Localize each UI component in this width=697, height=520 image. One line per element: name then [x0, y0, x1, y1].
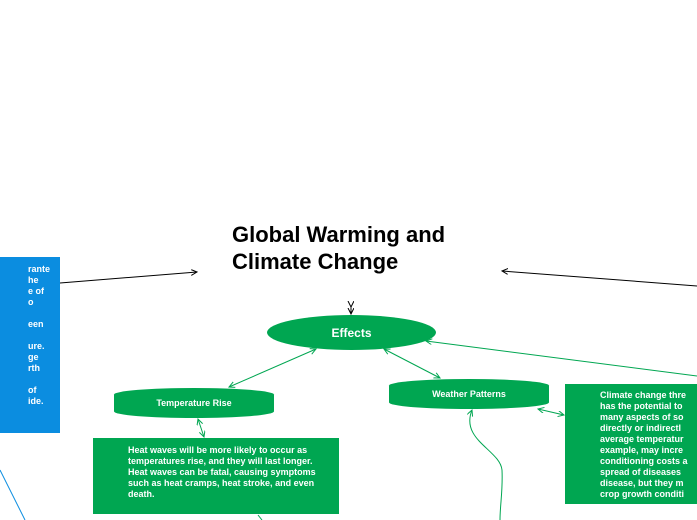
left-note-line: of — [28, 385, 37, 395]
left-note-line: e of — [28, 286, 45, 296]
climate-change-box[interactable]: Climate change thre has the potential to… — [565, 384, 697, 504]
link-left-down — [0, 469, 26, 520]
link-heat-down — [257, 514, 263, 520]
left-note-line: rth — [28, 363, 40, 373]
link-effects-temperature — [229, 349, 316, 387]
link-temperature-heat — [198, 419, 204, 437]
climate-line: disease, but they m — [600, 478, 684, 488]
temperature-rise-label: Temperature Rise — [156, 398, 232, 408]
left-note-line: ure. — [28, 341, 45, 351]
left-note-line — [0, 374, 60, 385]
climate-line: directly or indirectl — [600, 423, 682, 433]
climate-line: example, may incre — [600, 445, 684, 455]
link-effects-right — [426, 341, 697, 377]
effects-label: Effects — [331, 325, 372, 340]
weather-patterns-node[interactable]: Weather Patterns — [389, 379, 549, 409]
link-right-to-title — [502, 271, 697, 287]
heat-waves-text: Heat waves will be more likely to occur … — [128, 445, 316, 499]
left-note-line — [0, 308, 60, 319]
left-note-line: ge — [28, 352, 39, 362]
climate-line: spread of diseases — [600, 467, 682, 477]
link-weather-down — [470, 410, 503, 520]
left-note-line: rante — [28, 264, 51, 274]
climate-line: has the potential to — [600, 401, 683, 411]
left-note-line: ide. — [28, 396, 44, 406]
left-note-box[interactable]: rante he e of o een ure. ge rth of ide. — [0, 257, 60, 433]
weather-patterns-label: Weather Patterns — [432, 389, 506, 399]
effects-node[interactable]: Effects — [267, 315, 436, 350]
climate-line: conditioning costs a — [600, 456, 688, 466]
page-title: Global Warming and Climate Change — [232, 222, 446, 274]
heat-waves-box[interactable]: Heat waves will be more likely to occur … — [93, 438, 339, 514]
climate-line: many aspects of so — [600, 412, 684, 422]
temperature-rise-node[interactable]: Temperature Rise — [114, 388, 274, 418]
left-note-line: o — [28, 297, 34, 307]
left-note-line: he — [28, 275, 39, 285]
climate-line: Climate change thre — [600, 390, 687, 400]
link-weather-climate — [538, 409, 564, 415]
link-left-note-to-title — [59, 272, 197, 284]
climate-line: average temperatur — [600, 434, 684, 444]
left-note-line — [0, 330, 60, 341]
link-effects-weather — [384, 349, 440, 378]
climate-line: crop growth conditi — [600, 489, 684, 499]
left-note-line: een — [28, 319, 44, 329]
